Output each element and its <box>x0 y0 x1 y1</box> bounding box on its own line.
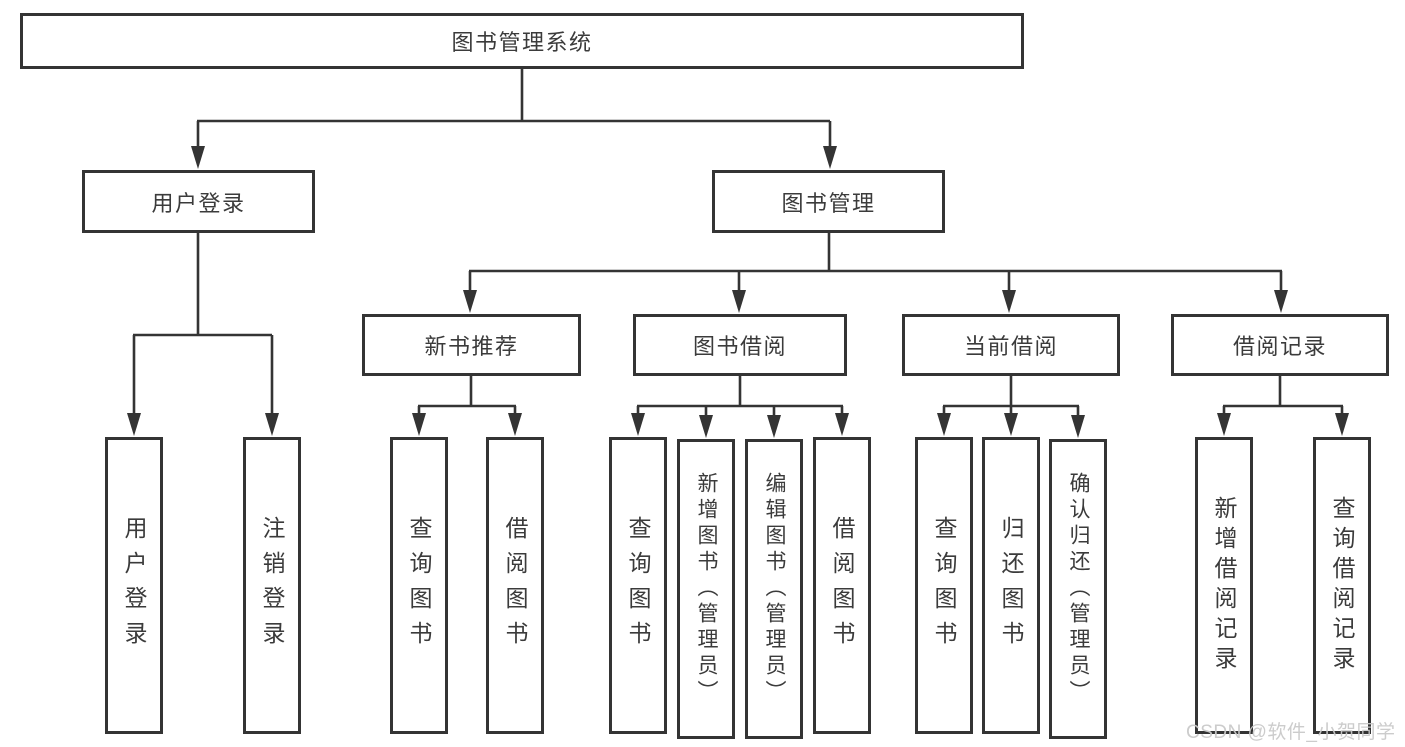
leaf-query-books-borrowing: 查询图书 <box>609 437 667 734</box>
leaf-confirm-return-admin: 确认归还（管理员） <box>1049 439 1107 739</box>
node-book-borrowing: 图书借阅 <box>633 314 847 376</box>
leaf-borrow-books-recommend-label: 借阅图书 <box>502 515 528 656</box>
node-book-management: 图书管理 <box>712 170 945 233</box>
node-new-book-recommend-label: 新书推荐 <box>424 334 519 359</box>
leaf-user-login: 用户登录 <box>105 437 163 734</box>
node-user-login: 用户登录 <box>82 170 315 233</box>
leaf-borrow-books-recommend: 借阅图书 <box>486 437 544 734</box>
leaf-add-books-admin: 新增图书（管理员） <box>677 439 735 739</box>
node-new-book-recommend: 新书推荐 <box>362 314 581 376</box>
leaf-return-books: 归还图书 <box>982 437 1040 734</box>
leaf-logout-label: 注销登录 <box>259 515 285 656</box>
node-book-borrowing-label: 图书借阅 <box>692 334 787 359</box>
leaf-query-books-recommend-label: 查询图书 <box>406 515 432 656</box>
leaf-edit-books-admin-label: 编辑图书（管理员） <box>763 472 786 706</box>
node-user-login-label: 用户登录 <box>151 190 246 216</box>
node-book-management-label: 图书管理 <box>781 190 876 216</box>
leaf-borrow-books-borrowing-label: 借阅图书 <box>829 515 855 656</box>
node-library-system-label: 图书管理系统 <box>451 30 593 55</box>
leaf-add-borrow-record: 新增借阅记录 <box>1195 437 1253 734</box>
leaf-return-books-label: 归还图书 <box>998 515 1024 656</box>
leaf-query-books-current: 查询图书 <box>915 437 973 734</box>
leaf-logout: 注销登录 <box>243 437 301 734</box>
leaf-confirm-return-admin-label: 确认归还（管理员） <box>1067 472 1090 706</box>
leaf-query-books-recommend: 查询图书 <box>390 437 448 734</box>
leaf-query-borrow-record: 查询借阅记录 <box>1313 437 1371 734</box>
leaf-query-books-current-label: 查询图书 <box>931 515 957 656</box>
watermark: CSDN @软件_小贺同学 <box>1186 722 1396 743</box>
node-current-borrowing: 当前借阅 <box>902 314 1120 376</box>
leaf-edit-books-admin: 编辑图书（管理员） <box>745 439 803 739</box>
node-current-borrowing-label: 当前借阅 <box>963 334 1058 359</box>
leaf-user-login-label: 用户登录 <box>121 515 147 656</box>
leaf-query-books-borrowing-label: 查询图书 <box>625 515 651 656</box>
leaf-query-borrow-record-label: 查询借阅记录 <box>1329 495 1355 676</box>
leaf-borrow-books-borrowing: 借阅图书 <box>813 437 871 734</box>
node-borrowing-records: 借阅记录 <box>1171 314 1389 376</box>
node-borrowing-records-label: 借阅记录 <box>1232 334 1327 359</box>
node-library-system: 图书管理系统 <box>20 13 1024 69</box>
leaf-add-borrow-record-label: 新增借阅记录 <box>1211 495 1237 676</box>
leaf-add-books-admin-label: 新增图书（管理员） <box>695 472 718 706</box>
